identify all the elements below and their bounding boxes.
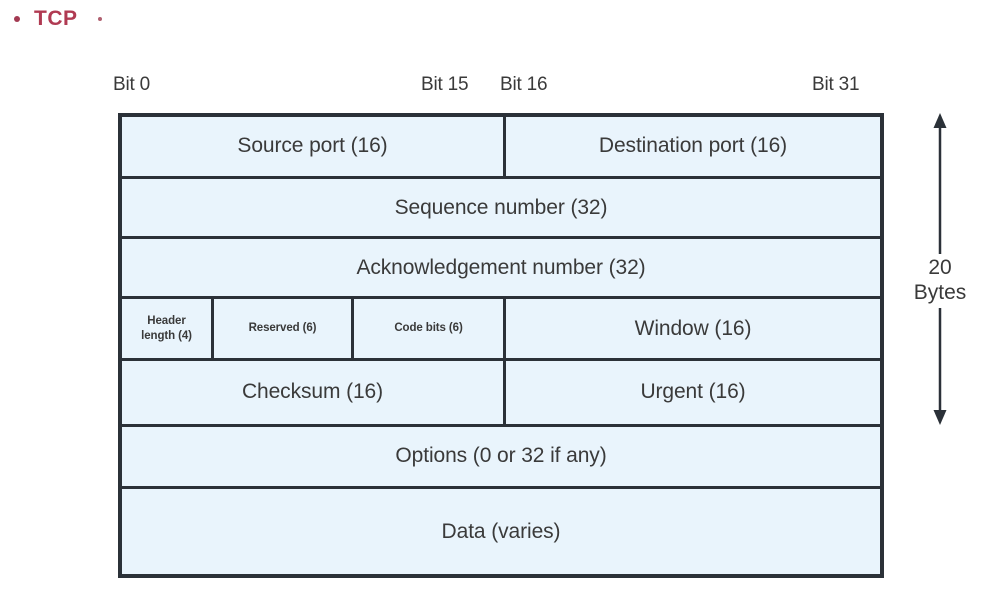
field-code-bits: Code bits (6): [354, 299, 506, 358]
bit-label-31: Bit 31: [812, 74, 860, 95]
field-header-length-line1: Header: [147, 315, 186, 328]
bit-label-15: Bit 15: [421, 74, 469, 95]
field-header-length: Header length (4): [122, 299, 214, 358]
header-size-label: 20 Bytes: [898, 254, 981, 308]
header-size-value: 20: [928, 256, 952, 279]
header-row-ports: Source port (16) Destination port (16): [122, 117, 880, 179]
field-acknowledgement-number: Acknowledgement number (32): [122, 239, 880, 297]
header-row-flags: Header length (4) Reserved (6) Code bits…: [122, 299, 880, 361]
field-urgent: Urgent (16): [506, 360, 880, 424]
field-reserved: Reserved (6): [214, 299, 354, 358]
header-row-sequence: Sequence number (32): [122, 178, 880, 240]
bit-label-16: Bit 16: [500, 74, 548, 95]
header-row-data: Data (varies): [122, 489, 880, 574]
field-window: Window (16): [506, 299, 880, 358]
field-options: Options (0 or 32 if any): [122, 426, 880, 487]
page-title: TCP: [34, 7, 78, 30]
field-sequence-number: Sequence number (32): [122, 178, 880, 237]
trailing-dot-icon: [97, 17, 102, 21]
header-row-acknowledgement: Acknowledgement number (32): [122, 239, 880, 300]
bullet-dot-icon: [14, 16, 20, 22]
header-row-options: Options (0 or 32 if any): [122, 426, 880, 490]
field-checksum: Checksum (16): [122, 360, 506, 424]
field-data: Data (varies): [122, 489, 880, 574]
field-destination-port: Destination port (16): [506, 117, 880, 176]
field-source-port: Source port (16): [122, 117, 506, 176]
header-size-unit: Bytes: [913, 280, 967, 304]
slide-title: TCP: [14, 7, 102, 31]
bit-label-0: Bit 0: [113, 74, 151, 95]
header-row-checksum: Checksum (16) Urgent (16): [122, 360, 880, 427]
tcp-header-diagram: Source port (16) Destination port (16) S…: [118, 113, 884, 578]
field-header-length-line2: length (4): [141, 329, 192, 342]
